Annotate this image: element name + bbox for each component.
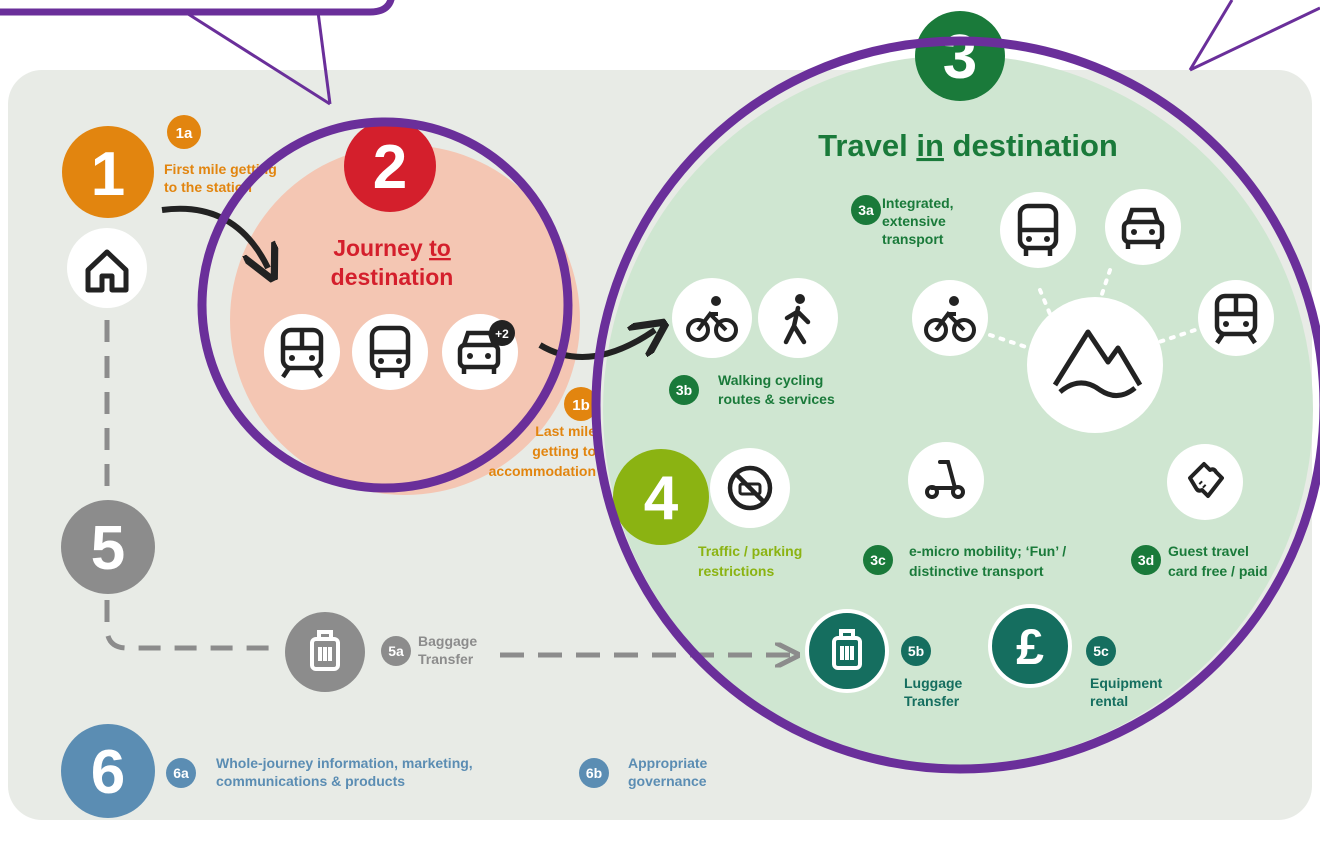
luggage-icon [832, 629, 862, 670]
step3d-badge [1131, 545, 1161, 575]
step5c-label-line2: rental [1090, 693, 1128, 709]
car-icon-circle: +2 [442, 314, 518, 390]
step3-number: 3 [943, 23, 977, 92]
dashed-connector-5-baggage [104, 600, 282, 651]
train-icon-circle-3a [1198, 280, 1274, 356]
car-extra-badge-label: +2 [495, 327, 509, 341]
step3c-badge [863, 545, 893, 575]
walking-person-icon [783, 305, 811, 345]
step2-number: 2 [373, 133, 407, 202]
step4-label-line2: restrictions [698, 563, 774, 579]
callout-pointer-right [1188, 0, 1320, 72]
step5c-label-line1: Equipment [1090, 675, 1163, 691]
train-icon-circle [264, 314, 340, 390]
step3a-badge [851, 195, 881, 225]
pound-icon-circle [988, 604, 1072, 688]
scooter-icon-circle [908, 442, 984, 518]
step1b-badge-label: 1b [572, 397, 590, 414]
step5a-label-line2: Transfer [418, 651, 474, 667]
step1a-badge [167, 115, 201, 149]
bike-icon [686, 310, 738, 342]
ticket-icon [1188, 462, 1224, 498]
luggage-icon [310, 630, 340, 671]
step6b-label-line1: Appropriate [628, 755, 708, 771]
train-icon [280, 327, 324, 379]
step3a-badge-label: 3a [858, 202, 874, 218]
step3d-label-line2: card free / paid [1168, 563, 1268, 579]
step3b-label-line1: Walking cycling [718, 372, 823, 388]
step2-title-line2: destination [331, 264, 454, 290]
step1a-badge-label: 1a [176, 125, 193, 142]
step6a-badge-label: 6a [173, 765, 189, 781]
step3b-label-line2: routes & services [718, 391, 835, 407]
pound-icon: £ [1016, 619, 1044, 675]
step3c-label-line1: e-micro mobility; ‘Fun’ / [909, 543, 1066, 559]
step5-badge [61, 500, 155, 594]
car-icon [1121, 207, 1165, 249]
step5b-badge [901, 636, 931, 666]
step5a-label-line1: Baggage [418, 633, 477, 649]
step3a-label-line1: Integrated, [882, 195, 954, 211]
no-car-icon [727, 465, 773, 511]
step6-number: 6 [91, 738, 125, 807]
callout-pointer-left [0, 0, 395, 106]
step3b-badge [669, 375, 699, 405]
home-circle [67, 228, 147, 308]
ticket-icon-circle [1167, 444, 1243, 520]
step3d-label-line1: Guest travel [1168, 543, 1249, 559]
step5b-label-line1: Luggage [904, 675, 963, 691]
step6a-label-line2: communications & products [216, 773, 405, 789]
step3b-badge-label: 3b [676, 382, 692, 398]
step1b-badge [564, 387, 598, 421]
step3-highlight-ring [591, 36, 1320, 774]
bike-icon [924, 310, 976, 342]
step5a-badge [381, 636, 411, 666]
step4-number: 4 [644, 464, 679, 533]
step4-label-line1: Traffic / parking [698, 543, 802, 559]
step5b-badge-label: 5b [908, 643, 924, 659]
bus-icon [1017, 203, 1059, 256]
house-icon [85, 249, 129, 293]
step3-title: Travel in destination [818, 128, 1118, 163]
step6a-label-line1: Whole-journey information, marketing, [216, 755, 473, 771]
e-scooter-icon [925, 460, 965, 499]
step5-number: 5 [91, 514, 125, 583]
step2-highlight-ring [197, 117, 573, 493]
step6a-badge [166, 758, 196, 788]
step5c-badge [1086, 636, 1116, 666]
step3a-label-line2: extensive [882, 213, 946, 229]
step4-badge [613, 449, 709, 545]
step1b-label-line1: Last mile [535, 423, 596, 439]
step1b-label-line3: accommodation [489, 463, 596, 479]
arrow-journey-to-destination [538, 330, 655, 360]
step3a-label-line3: transport [882, 231, 944, 247]
step2-title-line1: Journey to [333, 235, 451, 261]
step3-badge [915, 11, 1005, 101]
car-extra-badge [489, 320, 515, 346]
car-icon-circle-3a [1105, 189, 1181, 265]
step6-badge [61, 724, 155, 818]
step6b-badge [579, 758, 609, 788]
step5c-badge-label: 5c [1093, 643, 1109, 659]
train-icon [1214, 293, 1258, 345]
step6b-badge-label: 6b [586, 765, 602, 781]
step1-badge [62, 126, 154, 218]
step1b-label-line2: getting to [532, 443, 596, 459]
step6b-label-line2: governance [628, 773, 707, 789]
step3c-badge-label: 3c [870, 552, 886, 568]
step2-badge [344, 120, 436, 212]
bus-icon [369, 325, 411, 378]
bus-icon-circle [352, 314, 428, 390]
step1a-label-line2: to the station [164, 179, 252, 195]
step3c-label-line2: distinctive transport [909, 563, 1044, 579]
hub-circle [1027, 297, 1163, 433]
step5b-label-line2: Transfer [904, 693, 960, 709]
step1-number: 1 [91, 140, 125, 209]
step3d-badge-label: 3d [1138, 552, 1154, 568]
mountain-icon [1052, 329, 1143, 398]
step1a-label-line1: First mile getting [164, 161, 277, 177]
step5a-badge-label: 5a [388, 643, 404, 659]
